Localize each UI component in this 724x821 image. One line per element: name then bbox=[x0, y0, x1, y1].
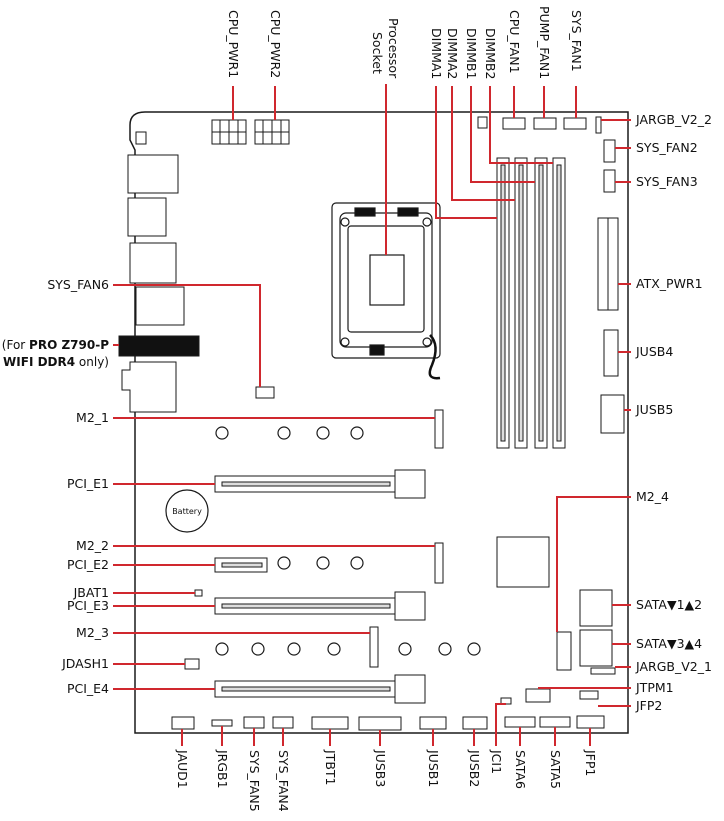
label-processor-socket-2: Socket bbox=[370, 32, 385, 74]
right-labels: JARGB_V2_2 SYS_FAN2 SYS_FAN3 ATX_PWR1 JU… bbox=[635, 112, 712, 713]
label-jusb2: JUSB2 bbox=[467, 749, 482, 787]
top-labels: CPU_PWR1 CPU_PWR2 Processor Socket DIMMA… bbox=[226, 6, 584, 79]
label-sata34: SATA▼3▲4 bbox=[636, 636, 702, 651]
note-line2-suffix: only) bbox=[75, 355, 109, 369]
bottom-headers bbox=[171, 715, 605, 731]
label-jaud1: JAUD1 bbox=[175, 749, 190, 789]
standoffs bbox=[215, 426, 481, 656]
label-sys-fan5: SYS_FAN5 bbox=[247, 750, 262, 812]
label-m2-2: M2_2 bbox=[76, 538, 109, 553]
label-m2-3: M2_3 bbox=[76, 625, 109, 640]
label-jfp2: JFP2 bbox=[635, 698, 662, 713]
battery-label: Battery bbox=[172, 507, 202, 516]
note-prefix: (For bbox=[2, 338, 29, 352]
leader-lines bbox=[113, 84, 631, 746]
battery: Battery bbox=[165, 489, 209, 533]
label-cpu-fan1: CPU_FAN1 bbox=[507, 10, 522, 74]
label-jargb-v2-1: JARGB_V2_1 bbox=[635, 659, 712, 674]
label-jusb1: JUSB1 bbox=[426, 749, 441, 787]
label-pump-fan1: PUMP_FAN1 bbox=[537, 6, 552, 79]
rear-io bbox=[118, 131, 200, 413]
dimm-slots bbox=[496, 157, 566, 449]
cpu-socket bbox=[331, 202, 441, 380]
left-labels: SYS_FAN6 (For PRO Z790-P WIFI DDR4 only)… bbox=[2, 277, 109, 696]
label-sys-fan1: SYS_FAN1 bbox=[569, 10, 584, 72]
label-processor-socket-1: Processor bbox=[386, 18, 401, 79]
label-pci-e2: PCI_E2 bbox=[67, 557, 109, 572]
top-fan-headers bbox=[477, 116, 602, 134]
pcie-slots bbox=[214, 469, 426, 704]
label-sys-fan4: SYS_FAN4 bbox=[276, 750, 291, 812]
label-jfp1: JFP1 bbox=[583, 749, 598, 776]
label-pci-e4: PCI_E4 bbox=[67, 681, 109, 696]
label-sata5: SATA5 bbox=[548, 750, 563, 789]
label-jtpm1: JTPM1 bbox=[635, 680, 674, 695]
label-jbat1: JBAT1 bbox=[73, 585, 109, 600]
label-dimma1: DIMMA1 bbox=[429, 28, 444, 79]
label-pci-e3: PCI_E3 bbox=[67, 598, 109, 613]
label-jtbt1: JTBT1 bbox=[323, 749, 338, 786]
label-jusb3: JUSB3 bbox=[373, 749, 388, 787]
label-cpu-pwr2: CPU_PWR2 bbox=[268, 10, 283, 78]
note-line2-bold: WIFI DDR4 bbox=[3, 355, 75, 369]
label-jusb4: JUSB4 bbox=[635, 344, 673, 359]
note-model: PRO Z790-P bbox=[29, 338, 109, 352]
label-jdash1: JDASH1 bbox=[61, 656, 109, 671]
label-dimma2: DIMMA2 bbox=[445, 28, 460, 79]
label-m2-4: M2_4 bbox=[636, 489, 669, 504]
right-connectors bbox=[579, 139, 625, 675]
bottom-labels: JAUD1 JRGB1 SYS_FAN5 SYS_FAN4 JTBT1 JUSB… bbox=[175, 749, 598, 812]
label-atx-pwr1: ATX_PWR1 bbox=[636, 276, 703, 291]
label-pci-e1: PCI_E1 bbox=[67, 476, 109, 491]
note-line-1: (For PRO Z790-P bbox=[2, 338, 109, 352]
label-dimmb2: DIMMB2 bbox=[483, 28, 498, 79]
label-sys-fan2: SYS_FAN2 bbox=[636, 140, 698, 155]
label-sys-fan3: SYS_FAN3 bbox=[636, 174, 698, 189]
chipset-area bbox=[369, 409, 572, 671]
label-dimmb1: DIMMB1 bbox=[464, 28, 479, 79]
label-jrgb1: JRGB1 bbox=[215, 749, 230, 789]
label-sys-fan6: SYS_FAN6 bbox=[47, 277, 109, 292]
label-m2-1: M2_1 bbox=[76, 410, 109, 425]
cpu-power-connectors bbox=[211, 119, 290, 145]
label-jci1: JCI1 bbox=[489, 749, 504, 774]
label-sata12: SATA▼1▲2 bbox=[636, 597, 702, 612]
label-jargb-v2-2: JARGB_V2_2 bbox=[635, 112, 712, 127]
label-jusb5: JUSB5 bbox=[635, 402, 673, 417]
label-cpu-pwr1: CPU_PWR1 bbox=[226, 10, 241, 78]
label-sata6: SATA6 bbox=[513, 750, 528, 789]
note-line-2: WIFI DDR4 only) bbox=[3, 355, 109, 369]
